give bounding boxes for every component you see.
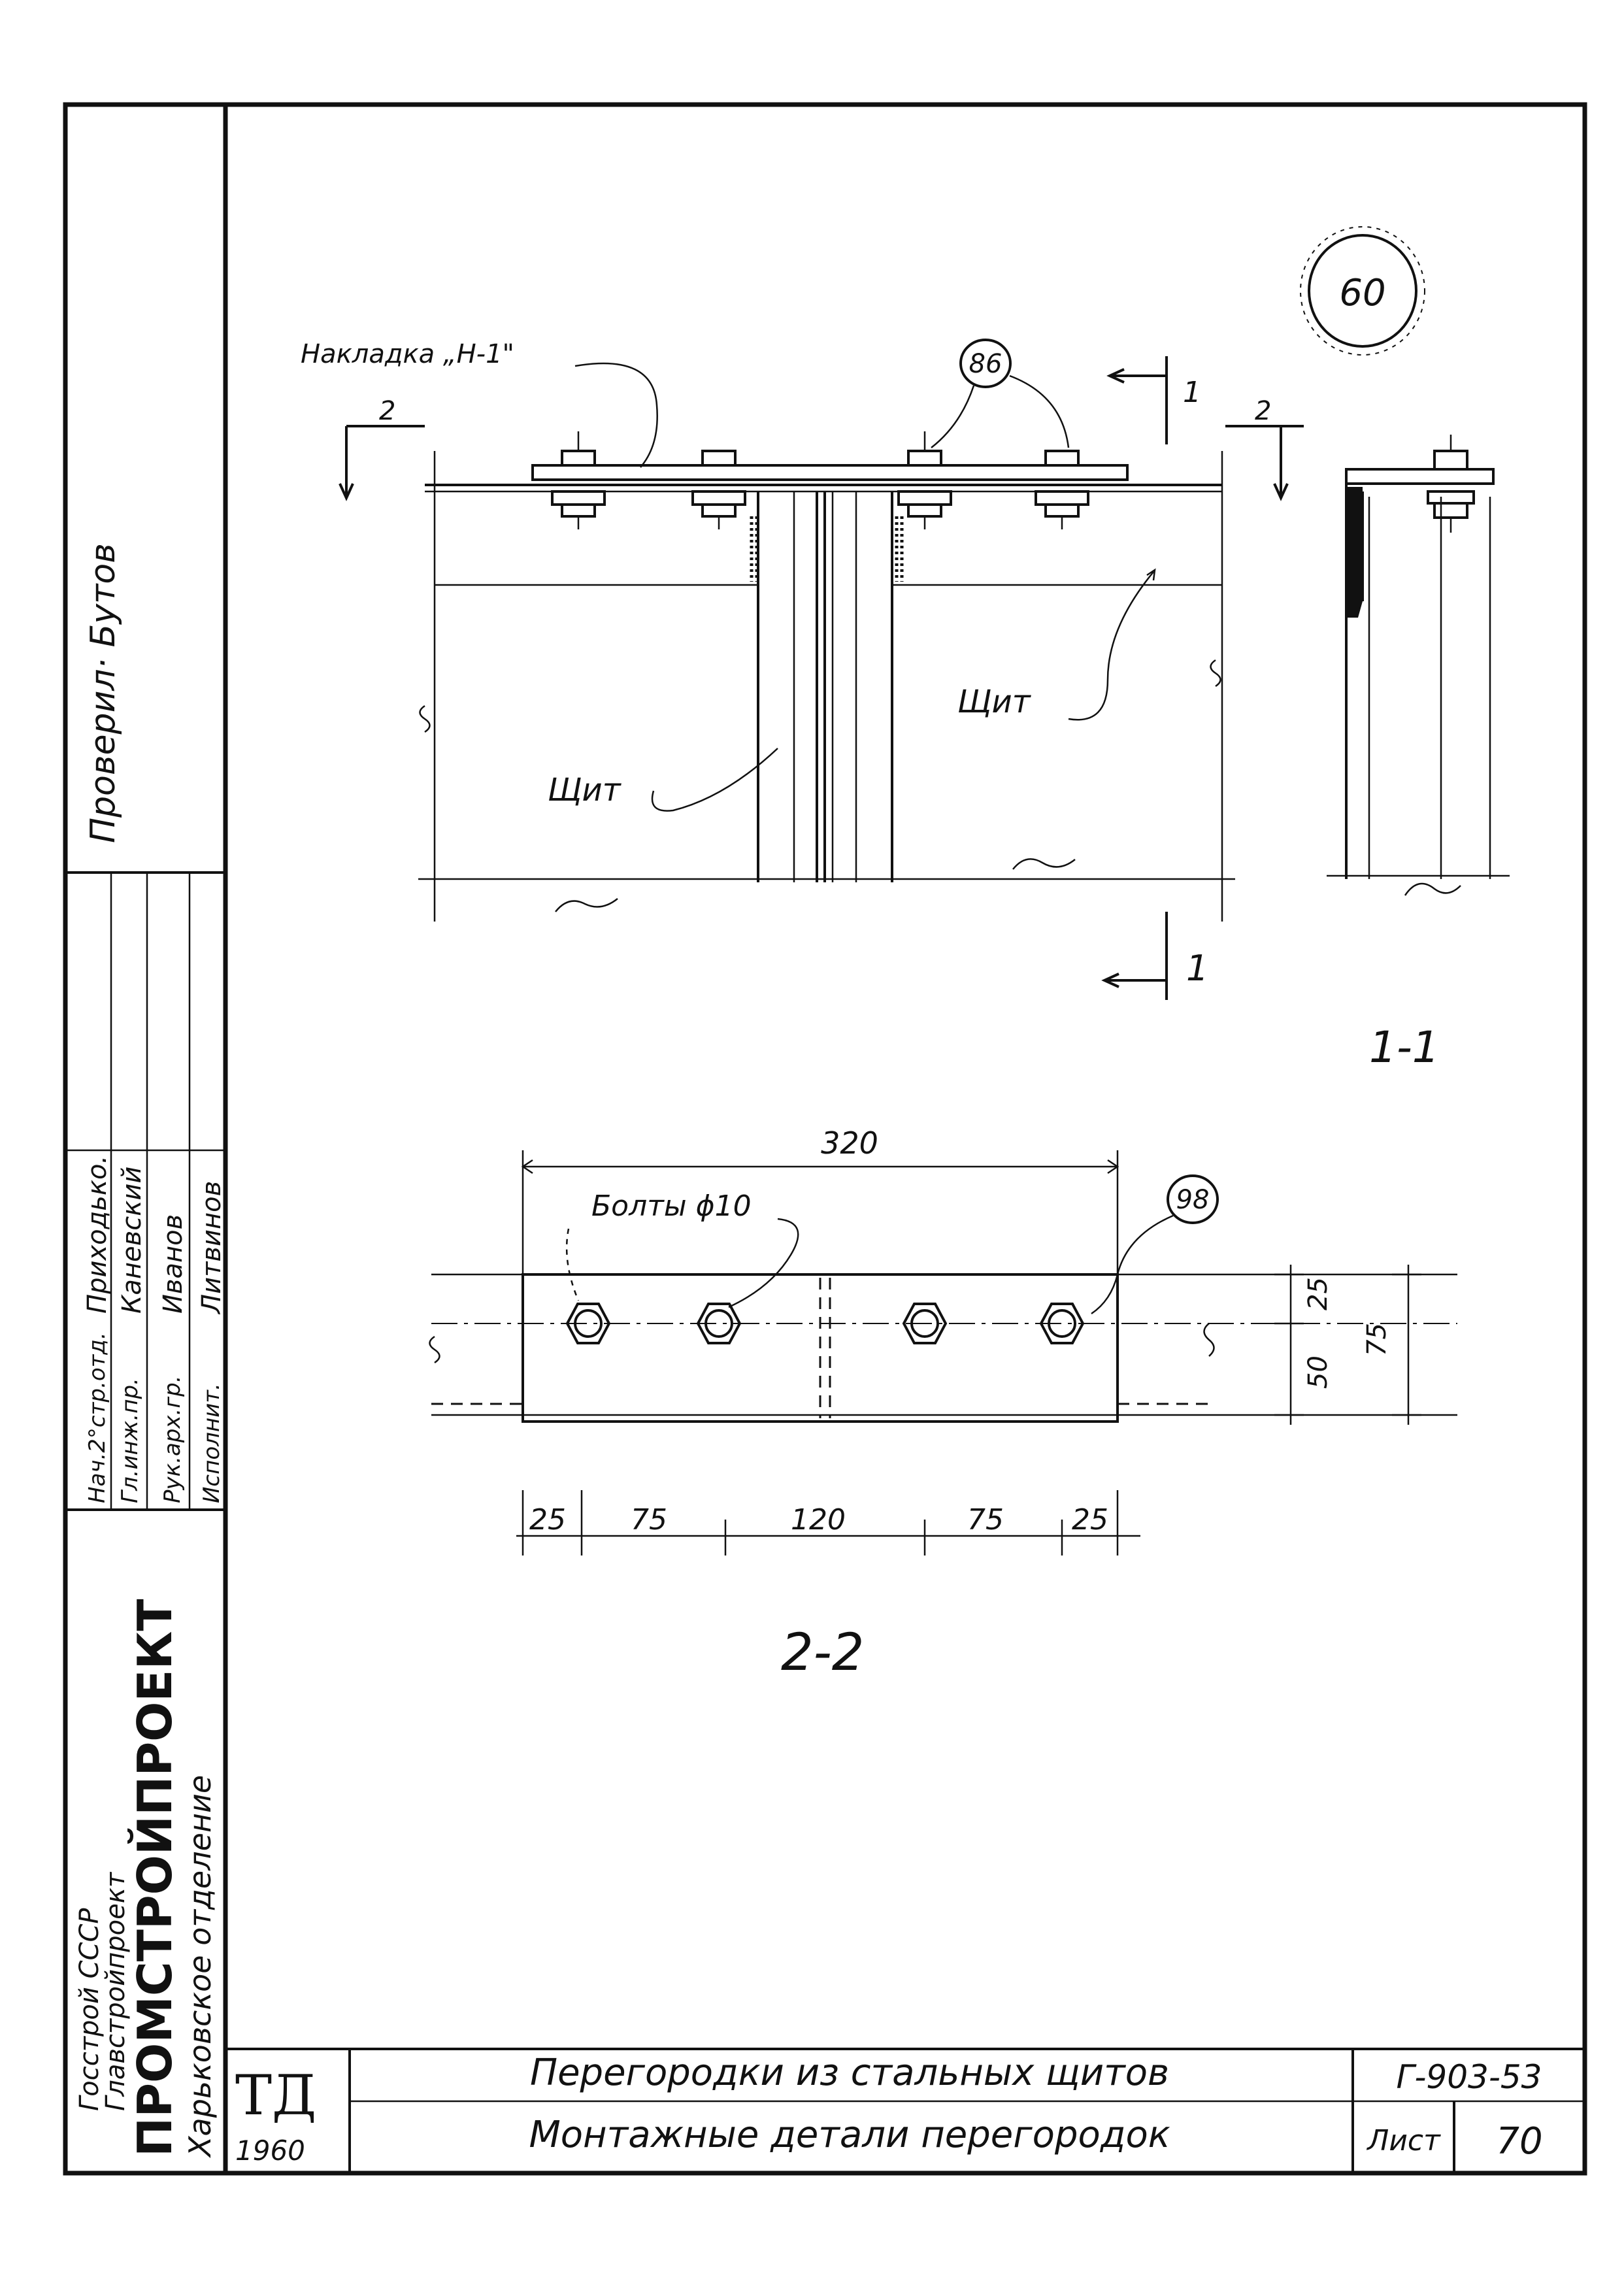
stamp-role-4: Исполнит. (199, 1383, 225, 1503)
stamp-role-2: Гл.инж.пр. (117, 1378, 143, 1503)
dim-bottom-2: 75 (631, 1503, 667, 1537)
section-1-bottom: 1 (1186, 948, 1208, 989)
sheet-badge-circle (1308, 234, 1417, 348)
overlay-label: Накладка „Н-1" (301, 339, 514, 369)
stamp-name-1: Приходько. (82, 1156, 112, 1314)
org-line-1: Госстрой СССР (75, 1908, 105, 2111)
title-line-1: Перегородки из стальных щитов (530, 2052, 1169, 2094)
sheet-frame (63, 102, 1587, 2176)
section-2-right: 2 (1255, 396, 1271, 426)
section-2-left: 2 (379, 396, 395, 426)
dim-25-right: 25 (1303, 1277, 1333, 1310)
dim-75-total: 75 (1362, 1323, 1392, 1356)
sheet-label: Лист (1366, 2124, 1441, 2157)
section-1-top: 1 (1183, 376, 1201, 409)
callout-98: 98 (1176, 1185, 1210, 1215)
org-name: ПРОМСТРОЙПРОЕКТ (127, 1599, 182, 2157)
drawing-code: Г-903-53 (1397, 2058, 1542, 2096)
top-view: 2 2 1 1 Накладка „Н-1" 86 Щит Щит (301, 339, 1304, 1000)
plan-view-2-2: 320 Болты ϕ10 98 25 50 75 25 75 120 75 2… (429, 1125, 1457, 1682)
checked-by: Проверил· Бутов (84, 543, 123, 843)
stamp-name-2: Каневский (117, 1167, 147, 1314)
sheet-badge: 60 (1339, 272, 1385, 314)
org-line-2: Главстройпроект (101, 1871, 131, 2111)
title-line-2: Монтажные детали перегородок (529, 2114, 1170, 2156)
callout-86: 86 (969, 349, 1003, 379)
stamp-name-3: Иванов (158, 1214, 188, 1314)
dim-320: 320 (821, 1125, 878, 1161)
dim-bottom-5: 25 (1072, 1503, 1108, 1537)
panel-left-label: Щит (548, 772, 622, 808)
year: 1960 (235, 2135, 305, 2167)
section-1-1-label: 1-1 (1369, 1022, 1440, 1073)
stamp-name-4: Литвинов (197, 1181, 227, 1315)
stamp-role-1: Нач.2°стр.отд. (84, 1332, 110, 1503)
dim-bottom-1: 25 (529, 1503, 566, 1537)
stamp-role-3: Рук.арх.гр. (159, 1375, 186, 1503)
panel-right-label: Щит (957, 684, 1032, 720)
bolts-label: Болты ϕ10 (591, 1189, 752, 1223)
section-1-1-view: 1-1 (1327, 435, 1510, 1073)
dim-bottom-3: 120 (791, 1503, 846, 1537)
plan-view-label: 2-2 (781, 1623, 864, 1682)
sheet-number: 70 (1496, 2120, 1542, 2163)
dim-bottom-4: 75 (967, 1503, 1004, 1537)
title-block: ТД 1960 Перегородки из стальных щитов Мо… (225, 2048, 1585, 2173)
org-line-4: Харьковское отделение (182, 1775, 218, 2158)
dim-50: 50 (1303, 1356, 1333, 1389)
td-mark: ТД (235, 2063, 316, 2127)
